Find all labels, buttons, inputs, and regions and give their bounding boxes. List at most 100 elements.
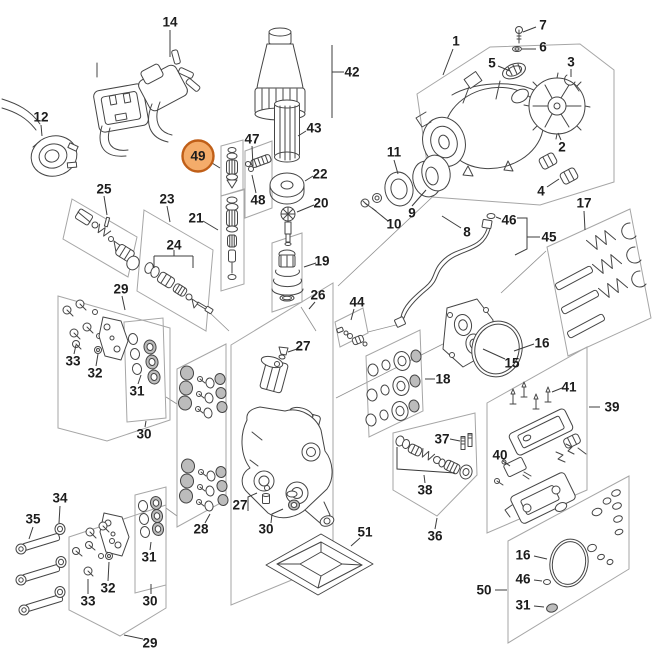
part-label-37[interactable]: 37 xyxy=(434,432,449,447)
svg-text:34: 34 xyxy=(52,491,68,506)
part-label-24[interactable]: 24 xyxy=(166,238,182,253)
svg-text:17: 17 xyxy=(576,196,591,211)
part-label-4[interactable]: 4 xyxy=(537,184,545,199)
svg-text:11: 11 xyxy=(387,145,402,160)
box-31-upper xyxy=(123,317,167,423)
part-label-19[interactable]: 19 xyxy=(314,254,329,269)
plate-kit-29-lower xyxy=(72,512,130,577)
power-plug-12 xyxy=(1,98,79,177)
part-label-8[interactable]: 8 xyxy=(463,225,471,240)
svg-text:30: 30 xyxy=(258,522,273,537)
part-label-48[interactable]: 48 xyxy=(250,193,266,208)
part-label-6[interactable]: 6 xyxy=(539,40,547,55)
pin-47-48 xyxy=(245,154,272,172)
part-label-26[interactable]: 26 xyxy=(310,288,326,303)
svg-text:44: 44 xyxy=(349,295,365,310)
part-label-33-2[interactable]: 33 xyxy=(80,594,96,609)
part-label-25[interactable]: 25 xyxy=(96,182,112,197)
part-label-30[interactable]: 30 xyxy=(136,427,151,442)
part-label-40[interactable]: 40 xyxy=(492,448,507,463)
part-label-1[interactable]: 1 xyxy=(452,34,460,49)
part-label-31-3[interactable]: 31 xyxy=(515,598,531,613)
part-label-32-2[interactable]: 32 xyxy=(100,581,115,596)
part-label-44[interactable]: 44 xyxy=(349,295,365,310)
part-label-38[interactable]: 38 xyxy=(417,483,433,498)
part-label-17[interactable]: 17 xyxy=(576,196,591,211)
part-label-46[interactable]: 46 xyxy=(501,213,517,228)
svg-text:6: 6 xyxy=(539,40,547,55)
part-label-12[interactable]: 12 xyxy=(33,110,48,125)
svg-text:43: 43 xyxy=(306,121,322,136)
part-label-15[interactable]: 15 xyxy=(504,356,520,371)
svg-text:20: 20 xyxy=(313,196,328,211)
part-label-34[interactable]: 34 xyxy=(52,491,68,506)
part-label-7[interactable]: 7 xyxy=(539,18,547,33)
box-31-lower xyxy=(134,486,167,594)
part-label-30-3[interactable]: 30 xyxy=(142,594,157,609)
pipe-8-oring-46 xyxy=(394,213,496,328)
part-label-31[interactable]: 31 xyxy=(129,384,145,399)
gasket-51 xyxy=(265,533,374,596)
leader-lines xyxy=(28,26,600,640)
part-label-27-2[interactable]: 27 xyxy=(232,498,247,513)
part-label-43[interactable]: 43 xyxy=(306,121,322,136)
oring-kit-50 xyxy=(543,489,624,613)
part-label-35[interactable]: 35 xyxy=(25,512,41,527)
box-18 xyxy=(365,329,424,438)
hose-connector-19 xyxy=(271,249,304,302)
part-label-5[interactable]: 5 xyxy=(488,56,496,71)
box-17 xyxy=(546,208,652,357)
part-label-36[interactable]: 36 xyxy=(427,529,443,544)
part-label-31-2[interactable]: 31 xyxy=(141,550,157,565)
svg-text:31: 31 xyxy=(129,384,145,399)
part-label-16-2[interactable]: 16 xyxy=(515,548,531,563)
svg-text:21: 21 xyxy=(188,211,204,226)
part-label-29-2[interactable]: 29 xyxy=(142,636,157,651)
part-label-47[interactable]: 47 xyxy=(244,132,259,147)
part-label-9[interactable]: 9 xyxy=(408,206,416,221)
part-label-27[interactable]: 27 xyxy=(295,339,310,354)
svg-text:35: 35 xyxy=(25,512,41,527)
part-label-30-2[interactable]: 30 xyxy=(258,522,273,537)
part-label-3[interactable]: 3 xyxy=(567,55,575,70)
part-label-22[interactable]: 22 xyxy=(312,167,327,182)
part-label-18[interactable]: 18 xyxy=(435,372,451,387)
svg-text:26: 26 xyxy=(310,288,326,303)
part-label-49[interactable]: 49 xyxy=(181,139,215,173)
part-label-29[interactable]: 29 xyxy=(113,282,128,297)
part-label-41[interactable]: 41 xyxy=(561,380,577,395)
svg-text:16: 16 xyxy=(534,336,550,351)
part-label-28[interactable]: 28 xyxy=(193,522,209,537)
part-label-20[interactable]: 20 xyxy=(313,196,328,211)
part-label-21[interactable]: 21 xyxy=(188,211,204,226)
svg-text:33: 33 xyxy=(80,594,96,609)
part-label-11[interactable]: 11 xyxy=(387,145,402,160)
svg-text:51: 51 xyxy=(357,525,373,540)
part-label-39[interactable]: 39 xyxy=(604,400,619,415)
plate-kit-29-upper xyxy=(62,299,129,361)
cap-5 xyxy=(502,62,526,80)
svg-text:12: 12 xyxy=(33,110,48,125)
part-label-10[interactable]: 10 xyxy=(386,217,401,232)
svg-text:37: 37 xyxy=(434,432,449,447)
part-label-42[interactable]: 42 xyxy=(344,65,359,80)
part-label-14[interactable]: 14 xyxy=(162,15,178,30)
part-label-45[interactable]: 45 xyxy=(541,230,557,245)
part-label-33[interactable]: 33 xyxy=(65,354,81,369)
svg-text:32: 32 xyxy=(100,581,115,596)
svg-text:18: 18 xyxy=(435,372,451,387)
fan-2 xyxy=(523,72,591,140)
part-label-50[interactable]: 50 xyxy=(476,583,491,598)
part-label-2[interactable]: 2 xyxy=(558,140,566,155)
screw-10 xyxy=(360,198,377,212)
part-label-46-2[interactable]: 46 xyxy=(515,572,531,587)
part-label-32[interactable]: 32 xyxy=(87,366,102,381)
svg-text:46: 46 xyxy=(515,572,531,587)
part-label-16[interactable]: 16 xyxy=(534,336,550,351)
switch-kit-39-40-41 xyxy=(494,381,587,524)
valve-set-49 xyxy=(226,147,238,189)
part-label-23[interactable]: 23 xyxy=(159,192,175,207)
part-label-51[interactable]: 51 xyxy=(357,525,373,540)
svg-text:47: 47 xyxy=(244,132,259,147)
